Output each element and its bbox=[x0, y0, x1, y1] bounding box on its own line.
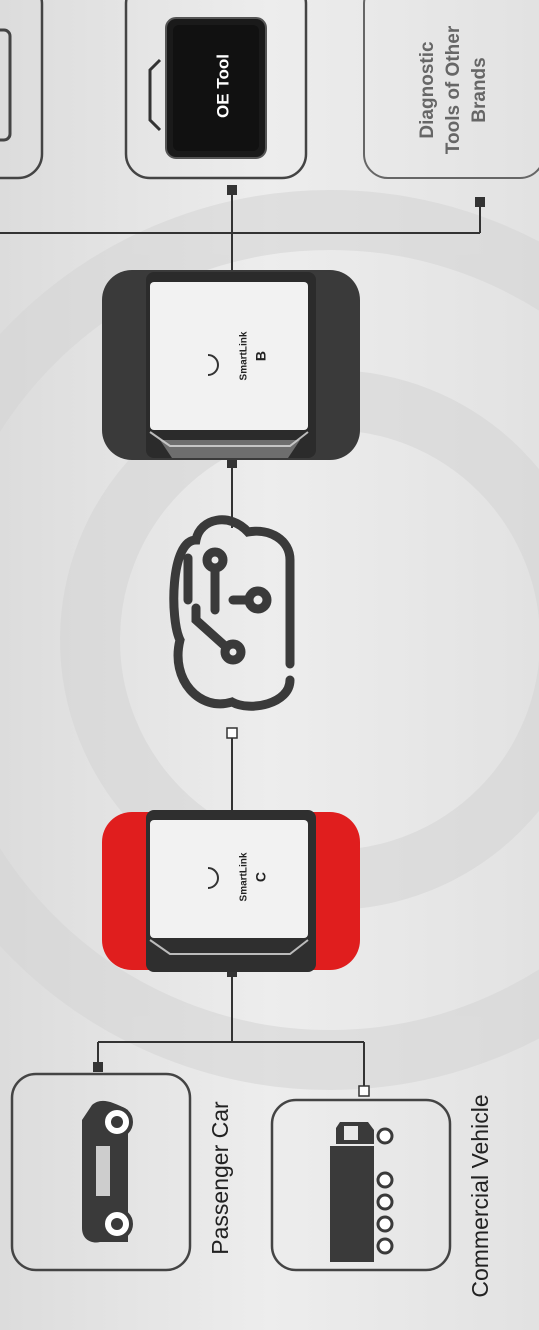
other-brands-line1: Diagnostic bbox=[417, 41, 438, 139]
passenger-car-label: Passenger Car bbox=[207, 1101, 233, 1255]
node-square bbox=[475, 197, 485, 207]
oe-tool-label: OE Tool bbox=[213, 54, 232, 118]
smartlink-b-model: B bbox=[253, 351, 269, 361]
other-brands-line3: Brands bbox=[469, 57, 490, 122]
node-square-hollow bbox=[227, 728, 237, 738]
smartlink-b-device: SmartLink B bbox=[102, 270, 360, 460]
smartlink-c-brand: SmartLink bbox=[239, 852, 250, 901]
node-square-hollow bbox=[359, 1086, 369, 1096]
commercial-vehicle-label: Commercial Vehicle bbox=[467, 1094, 493, 1297]
obd-tool-icon bbox=[150, 18, 266, 158]
sedan-car-icon bbox=[82, 1101, 131, 1243]
node-square bbox=[93, 1062, 103, 1072]
smartlink-c-device: SmartLink C bbox=[102, 810, 360, 972]
smartlink-b-brand: SmartLink bbox=[239, 331, 250, 380]
node-square bbox=[227, 185, 237, 195]
smartlink-c-model: C bbox=[253, 872, 269, 882]
other-brands-line2: Tools of Other bbox=[443, 25, 464, 154]
